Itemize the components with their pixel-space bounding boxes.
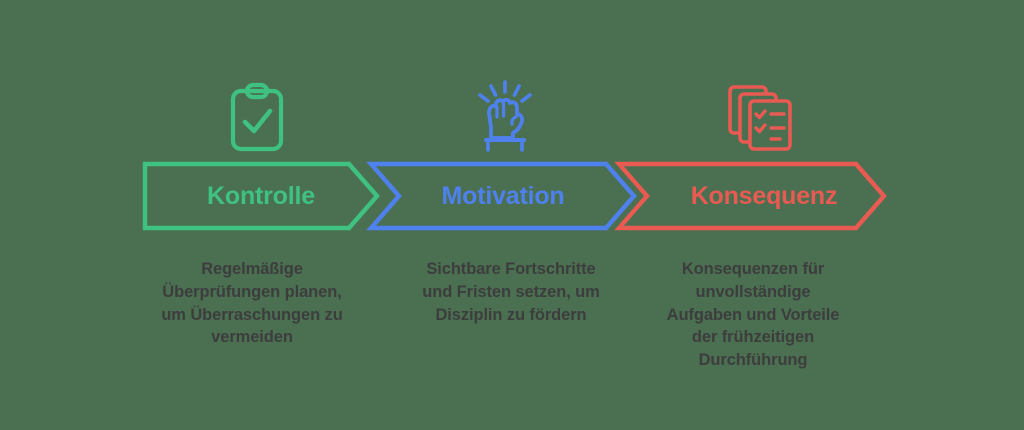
icon-slot-motivation — [460, 78, 550, 158]
chevron-konsequenz[interactable]: Konsequenz — [614, 150, 888, 242]
caption-kontrolle: Regelmäßige Überprüfungen planen, um Übe… — [161, 260, 343, 347]
chevron-band: Kontrolle Motivation Konsequenz — [0, 150, 1024, 242]
chevron-motivation[interactable]: Motivation — [366, 150, 638, 242]
icon-row — [0, 78, 1024, 158]
caption-motivation: Sichtbare Fortschritte und Fristen setze… — [422, 260, 600, 324]
stacked-checklists-icon — [728, 85, 792, 151]
icon-slot-konsequenz — [715, 78, 805, 158]
icon-slot-kontrolle — [212, 78, 302, 158]
caption-konsequenz: Konsequenzen für unvollständige Aufgaben… — [666, 260, 840, 370]
raised-fist-icon — [478, 80, 532, 152]
clipboard-check-icon — [230, 82, 284, 152]
chevron-kontrolle[interactable]: Kontrolle — [142, 150, 380, 242]
